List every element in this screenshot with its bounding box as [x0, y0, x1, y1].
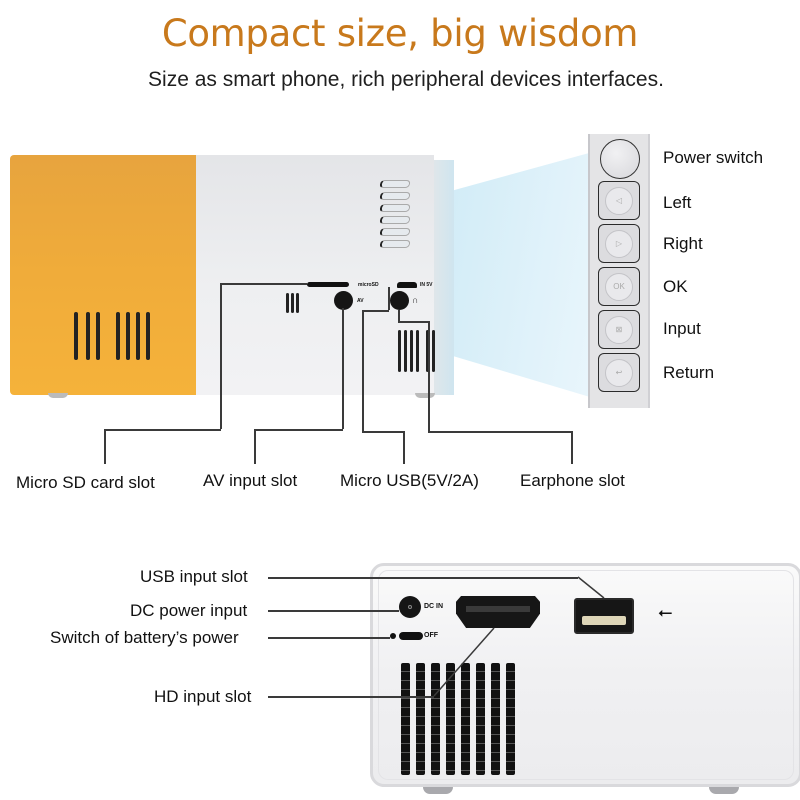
- ok-button[interactable]: OK: [598, 267, 640, 306]
- dc-in-marking: DC IN: [424, 603, 444, 610]
- micro-usb-port: [397, 282, 417, 288]
- hd-input-port: [456, 596, 540, 628]
- rear-foot: [709, 787, 739, 794]
- label-earphone-slot: Earphone slot: [520, 471, 625, 490]
- label-dc-power-input: DC power input: [130, 601, 248, 620]
- label-av-input-slot: AV input slot: [203, 471, 298, 490]
- return-button[interactable]: ↩: [598, 353, 640, 392]
- label-usb-input-slot: USB input slot: [140, 567, 248, 586]
- power-switch-button[interactable]: [600, 139, 640, 179]
- av-marking: AV: [357, 298, 364, 304]
- page-title: Compact size, big wisdom: [161, 12, 639, 55]
- switch-indicator-dot: [390, 633, 396, 639]
- page-subtitle: Size as smart phone, rich peripheral dev…: [148, 68, 664, 91]
- projector-foot: [415, 393, 435, 398]
- battery-power-switch[interactable]: [399, 632, 423, 640]
- projector-lens-side: [434, 160, 454, 395]
- projector-orange-housing: [10, 155, 196, 395]
- microsd-marking: microSD: [358, 282, 379, 288]
- label-battery-switch: Switch of battery’s power: [50, 628, 239, 647]
- projector-foot: [48, 393, 68, 398]
- rear-panel: [378, 570, 794, 780]
- microsd-slot: [307, 282, 349, 287]
- label-left: Left: [663, 193, 692, 212]
- dc-jack-pin: [408, 605, 412, 609]
- label-ok: OK: [663, 277, 688, 296]
- hd-port-contacts: [466, 606, 530, 612]
- hd-leader-diagonal: [433, 627, 495, 697]
- off-marking: OFF: [424, 632, 438, 639]
- usb-icon: ⭠: [658, 602, 673, 622]
- return-icon: ↩: [605, 358, 633, 387]
- label-power-switch: Power switch: [663, 148, 764, 167]
- label-micro-usb: Micro USB(5V/2A): [340, 471, 479, 490]
- usb-leader-diagonal: [577, 576, 605, 599]
- left-button[interactable]: ◁: [598, 181, 640, 220]
- ok-icon: OK: [605, 272, 633, 301]
- av-jack: [334, 291, 353, 310]
- in5v-marking: IN 5V: [420, 282, 433, 288]
- left-arrow-icon: ◁: [605, 186, 633, 215]
- right-button[interactable]: ▷: [598, 224, 640, 263]
- label-input: Input: [663, 319, 701, 338]
- dc-power-jack: [399, 596, 421, 618]
- top-keypad: [379, 180, 414, 255]
- label-micro-sd-slot: Micro SD card slot: [16, 473, 155, 492]
- label-hd-input-slot: HD input slot: [154, 687, 252, 706]
- headphone-icon: ∩: [412, 295, 419, 305]
- rear-foot: [423, 787, 453, 794]
- usb-port-tongue: [582, 616, 626, 625]
- label-return: Return: [663, 363, 715, 382]
- input-source-icon: ⊠: [605, 315, 633, 344]
- right-arrow-icon: ▷: [605, 229, 633, 258]
- label-right: Right: [663, 234, 703, 253]
- earphone-jack: [390, 291, 409, 310]
- input-button[interactable]: ⊠: [598, 310, 640, 349]
